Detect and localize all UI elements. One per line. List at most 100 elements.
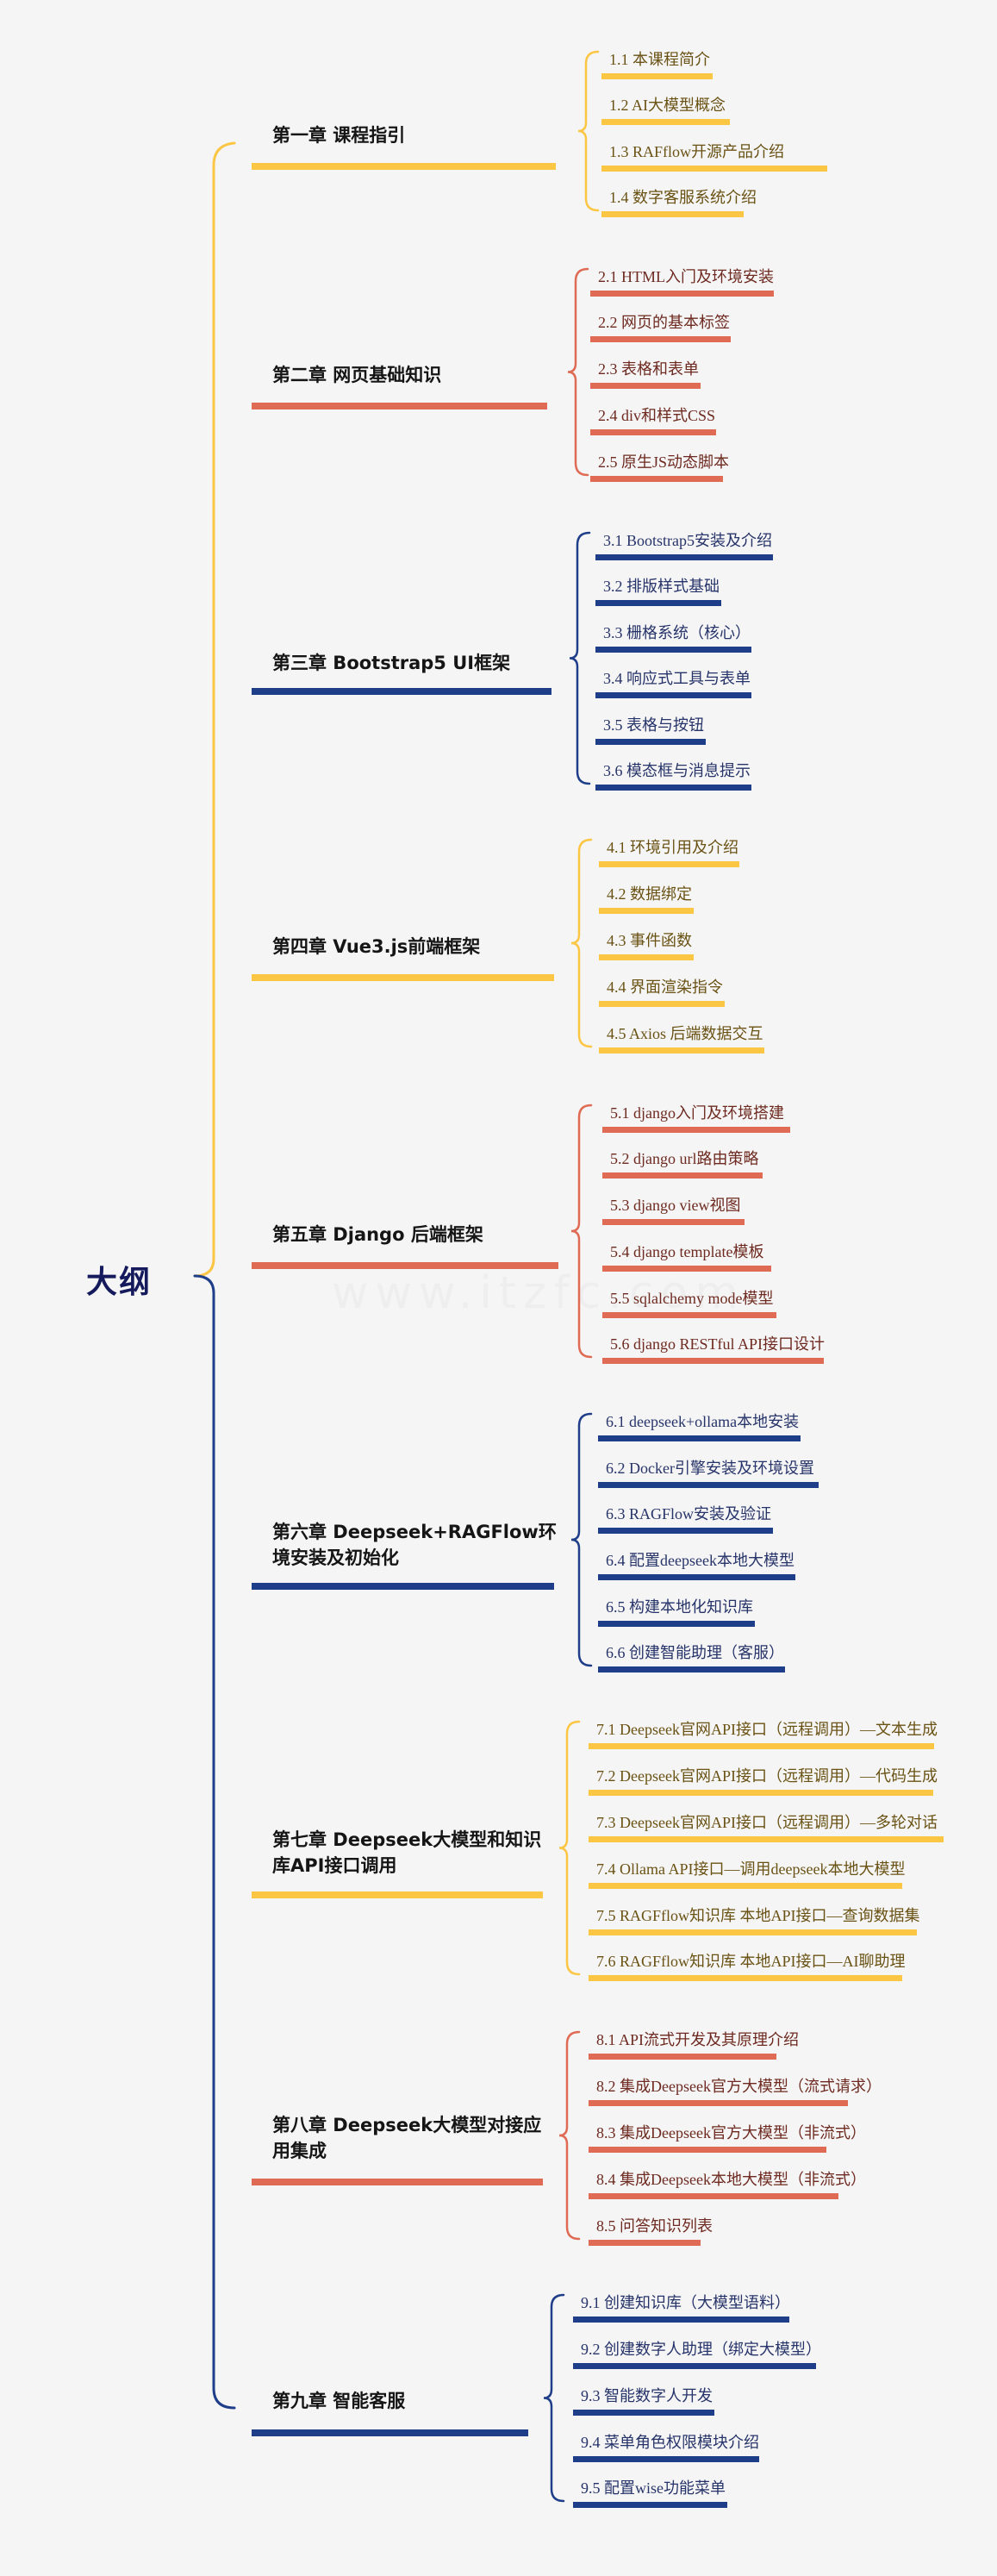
- topic-underline: [599, 954, 694, 960]
- topic-underline: [589, 1975, 902, 1981]
- topic-underline: [589, 1743, 934, 1749]
- topic-underline: [595, 739, 706, 745]
- topic-item[interactable]: 2.5 原生JS动态脚本: [598, 453, 730, 471]
- topic-item[interactable]: 9.5 配置wise功能菜单: [581, 2479, 726, 2497]
- chapter-underline: [252, 2179, 543, 2185]
- topic-item[interactable]: 4.1 环境引用及介绍: [607, 839, 738, 856]
- topic-item[interactable]: 2.4 div和样式CSS: [598, 407, 716, 424]
- topic-underline: [573, 2456, 759, 2462]
- topic-item[interactable]: 3.4 响应式工具与表单: [603, 670, 751, 687]
- topic-item[interactable]: 3.5 表格与按钮: [603, 716, 704, 734]
- topic-item[interactable]: 9.1 创建知识库（大模型语料）: [581, 2294, 790, 2311]
- topic-underline: [589, 1790, 933, 1796]
- root-node-outline[interactable]: 大纲: [86, 1265, 153, 1300]
- topic-underline: [595, 600, 721, 606]
- chapter-underline: [252, 1262, 558, 1269]
- topic-underline: [589, 2100, 848, 2106]
- topic-underline: [601, 166, 827, 172]
- topic-item[interactable]: 8.5 问答知识列表: [596, 2217, 713, 2235]
- topic-item[interactable]: 7.1 Deepseek官网API接口（远程调用）—文本生成: [596, 1721, 938, 1738]
- topic-underline: [598, 1574, 795, 1580]
- bracket-connector: [570, 1104, 593, 1359]
- topic-item[interactable]: 5.5 sqlalchemy mode模型: [610, 1290, 774, 1307]
- topic-underline: [598, 1621, 755, 1627]
- topic-item[interactable]: 7.6 RAGFflow知识库 本地API接口—AI聊助理: [596, 1953, 906, 1970]
- topic-underline: [589, 2147, 826, 2153]
- topic-item[interactable]: 7.5 RAGFflow知识库 本地API接口—查询数据集: [596, 1907, 920, 1924]
- topic-item[interactable]: 9.4 菜单角色权限模块介绍: [581, 2434, 759, 2451]
- chapter-title[interactable]: 第七章 Deepseek大模型和知识库API接口调用: [272, 1829, 542, 1876]
- topic-item[interactable]: 1.3 RAFflow开源产品介绍: [609, 143, 785, 160]
- topic-item[interactable]: 5.6 django RESTful API接口设计: [610, 1335, 826, 1353]
- topic-underline: [573, 2363, 816, 2369]
- chapter-title[interactable]: 第三章 Bootstrap5 UI框架: [272, 653, 511, 673]
- topic-item[interactable]: 2.2 网页的基本标签: [598, 314, 730, 331]
- chapter-title[interactable]: 第八章 Deepseek大模型对接应用集成: [272, 2115, 542, 2161]
- topic-item[interactable]: 8.4 集成Deepseek本地大模型（非流式）: [596, 2171, 866, 2188]
- topic-item[interactable]: 6.2 Docker引擎安装及环境设置: [606, 1460, 814, 1477]
- chapter-underline: [252, 688, 551, 695]
- topic-item[interactable]: 7.4 Ollama API接口—调用deepseek本地大模型: [596, 1860, 906, 1878]
- topic-item[interactable]: 5.4 django template模板: [610, 1243, 764, 1260]
- topic-underline: [599, 1047, 764, 1054]
- topic-underline: [598, 1528, 773, 1534]
- topic-item[interactable]: 6.4 配置deepseek本地大模型: [606, 1552, 794, 1569]
- topic-item[interactable]: 8.3 集成Deepseek官方大模型（非流式）: [596, 2124, 866, 2141]
- chapter-title[interactable]: 第一章 课程指引: [272, 125, 406, 146]
- topic-item[interactable]: 3.6 模态框与消息提示: [603, 762, 751, 779]
- topic-item[interactable]: 5.2 django url路由策略: [610, 1150, 759, 1167]
- topic-item[interactable]: 1.2 AI大模型概念: [609, 97, 726, 114]
- chapter-underline: [252, 163, 556, 170]
- topic-underline: [599, 1001, 725, 1007]
- bracket-connector: [570, 1412, 593, 1667]
- topic-underline: [601, 119, 730, 125]
- topic-item[interactable]: 3.3 栅格系统（核心）: [603, 624, 751, 641]
- topic-item[interactable]: 6.3 RAGFlow安装及验证: [606, 1505, 772, 1522]
- topic-item[interactable]: 9.3 智能数字人开发: [581, 2387, 713, 2404]
- topic-underline: [598, 1666, 785, 1673]
- chapter-underline: [252, 1583, 554, 1590]
- topic-underline: [590, 429, 716, 435]
- topic-item[interactable]: 8.2 集成Deepseek官方大模型（流式请求）: [596, 2078, 882, 2095]
- bracket-connector: [558, 1720, 581, 1976]
- chapter-title[interactable]: 第四章 Vue3.js前端框架: [272, 936, 481, 957]
- topic-underline: [601, 73, 713, 79]
- trunk-upper-line: [193, 141, 236, 1278]
- topic-item[interactable]: 6.1 deepseek+ollama本地安装: [606, 1413, 800, 1430]
- topic-underline: [573, 2410, 714, 2416]
- topic-item[interactable]: 5.3 django view视图: [610, 1197, 741, 1214]
- topic-item[interactable]: 4.2 数据绑定: [607, 885, 692, 903]
- chapter-title[interactable]: 第五章 Django 后端框架: [272, 1224, 483, 1245]
- chapter-title[interactable]: 第六章 Deepseek+RAGFlow环境安装及初始化: [272, 1522, 557, 1568]
- topic-item[interactable]: 6.6 创建智能助理（客服）: [606, 1644, 784, 1661]
- topic-underline: [589, 2240, 701, 2246]
- topic-item[interactable]: 7.3 Deepseek官网API接口（远程调用）—多轮对话: [596, 1814, 938, 1831]
- topic-underline: [589, 1929, 917, 1935]
- topic-item[interactable]: 3.2 排版样式基础: [603, 578, 720, 595]
- topic-underline: [602, 1312, 776, 1318]
- chapter-title[interactable]: 第九章 智能客服: [272, 2391, 406, 2411]
- topic-underline: [595, 647, 751, 653]
- topic-underline: [599, 908, 694, 914]
- topic-item[interactable]: 4.5 Axios 后端数据交互: [607, 1025, 763, 1042]
- topic-item[interactable]: 2.3 表格和表单: [598, 360, 699, 378]
- topic-item[interactable]: 5.1 django入门及环境搭建: [610, 1104, 784, 1122]
- topic-item[interactable]: 1.1 本课程简介: [609, 51, 710, 68]
- topic-item[interactable]: 8.1 API流式开发及其原理介绍: [596, 2031, 800, 2048]
- topic-item[interactable]: 9.2 创建数字人助理（绑定大模型）: [581, 2341, 821, 2358]
- bracket-connector: [558, 2030, 581, 2241]
- topic-item[interactable]: 4.4 界面渲染指令: [607, 979, 723, 996]
- bracket-connector: [569, 531, 591, 785]
- chapter-title[interactable]: 第二章 网页基础知识: [272, 365, 442, 385]
- topic-item[interactable]: 2.1 HTML入门及环境安装: [598, 268, 774, 285]
- topic-underline: [602, 1219, 745, 1225]
- topic-underline: [590, 476, 723, 482]
- topic-item[interactable]: 6.5 构建本地化知识库: [606, 1598, 753, 1616]
- topic-item[interactable]: 4.3 事件函数: [607, 932, 692, 949]
- topic-item[interactable]: 1.4 数字客服系统介绍: [609, 189, 757, 206]
- topic-item[interactable]: 7.2 Deepseek官网API接口（远程调用）—代码生成: [596, 1767, 938, 1785]
- topic-underline: [602, 1358, 824, 1364]
- topic-underline: [573, 2317, 789, 2323]
- topic-item[interactable]: 3.1 Bootstrap5安装及介绍: [603, 532, 772, 549]
